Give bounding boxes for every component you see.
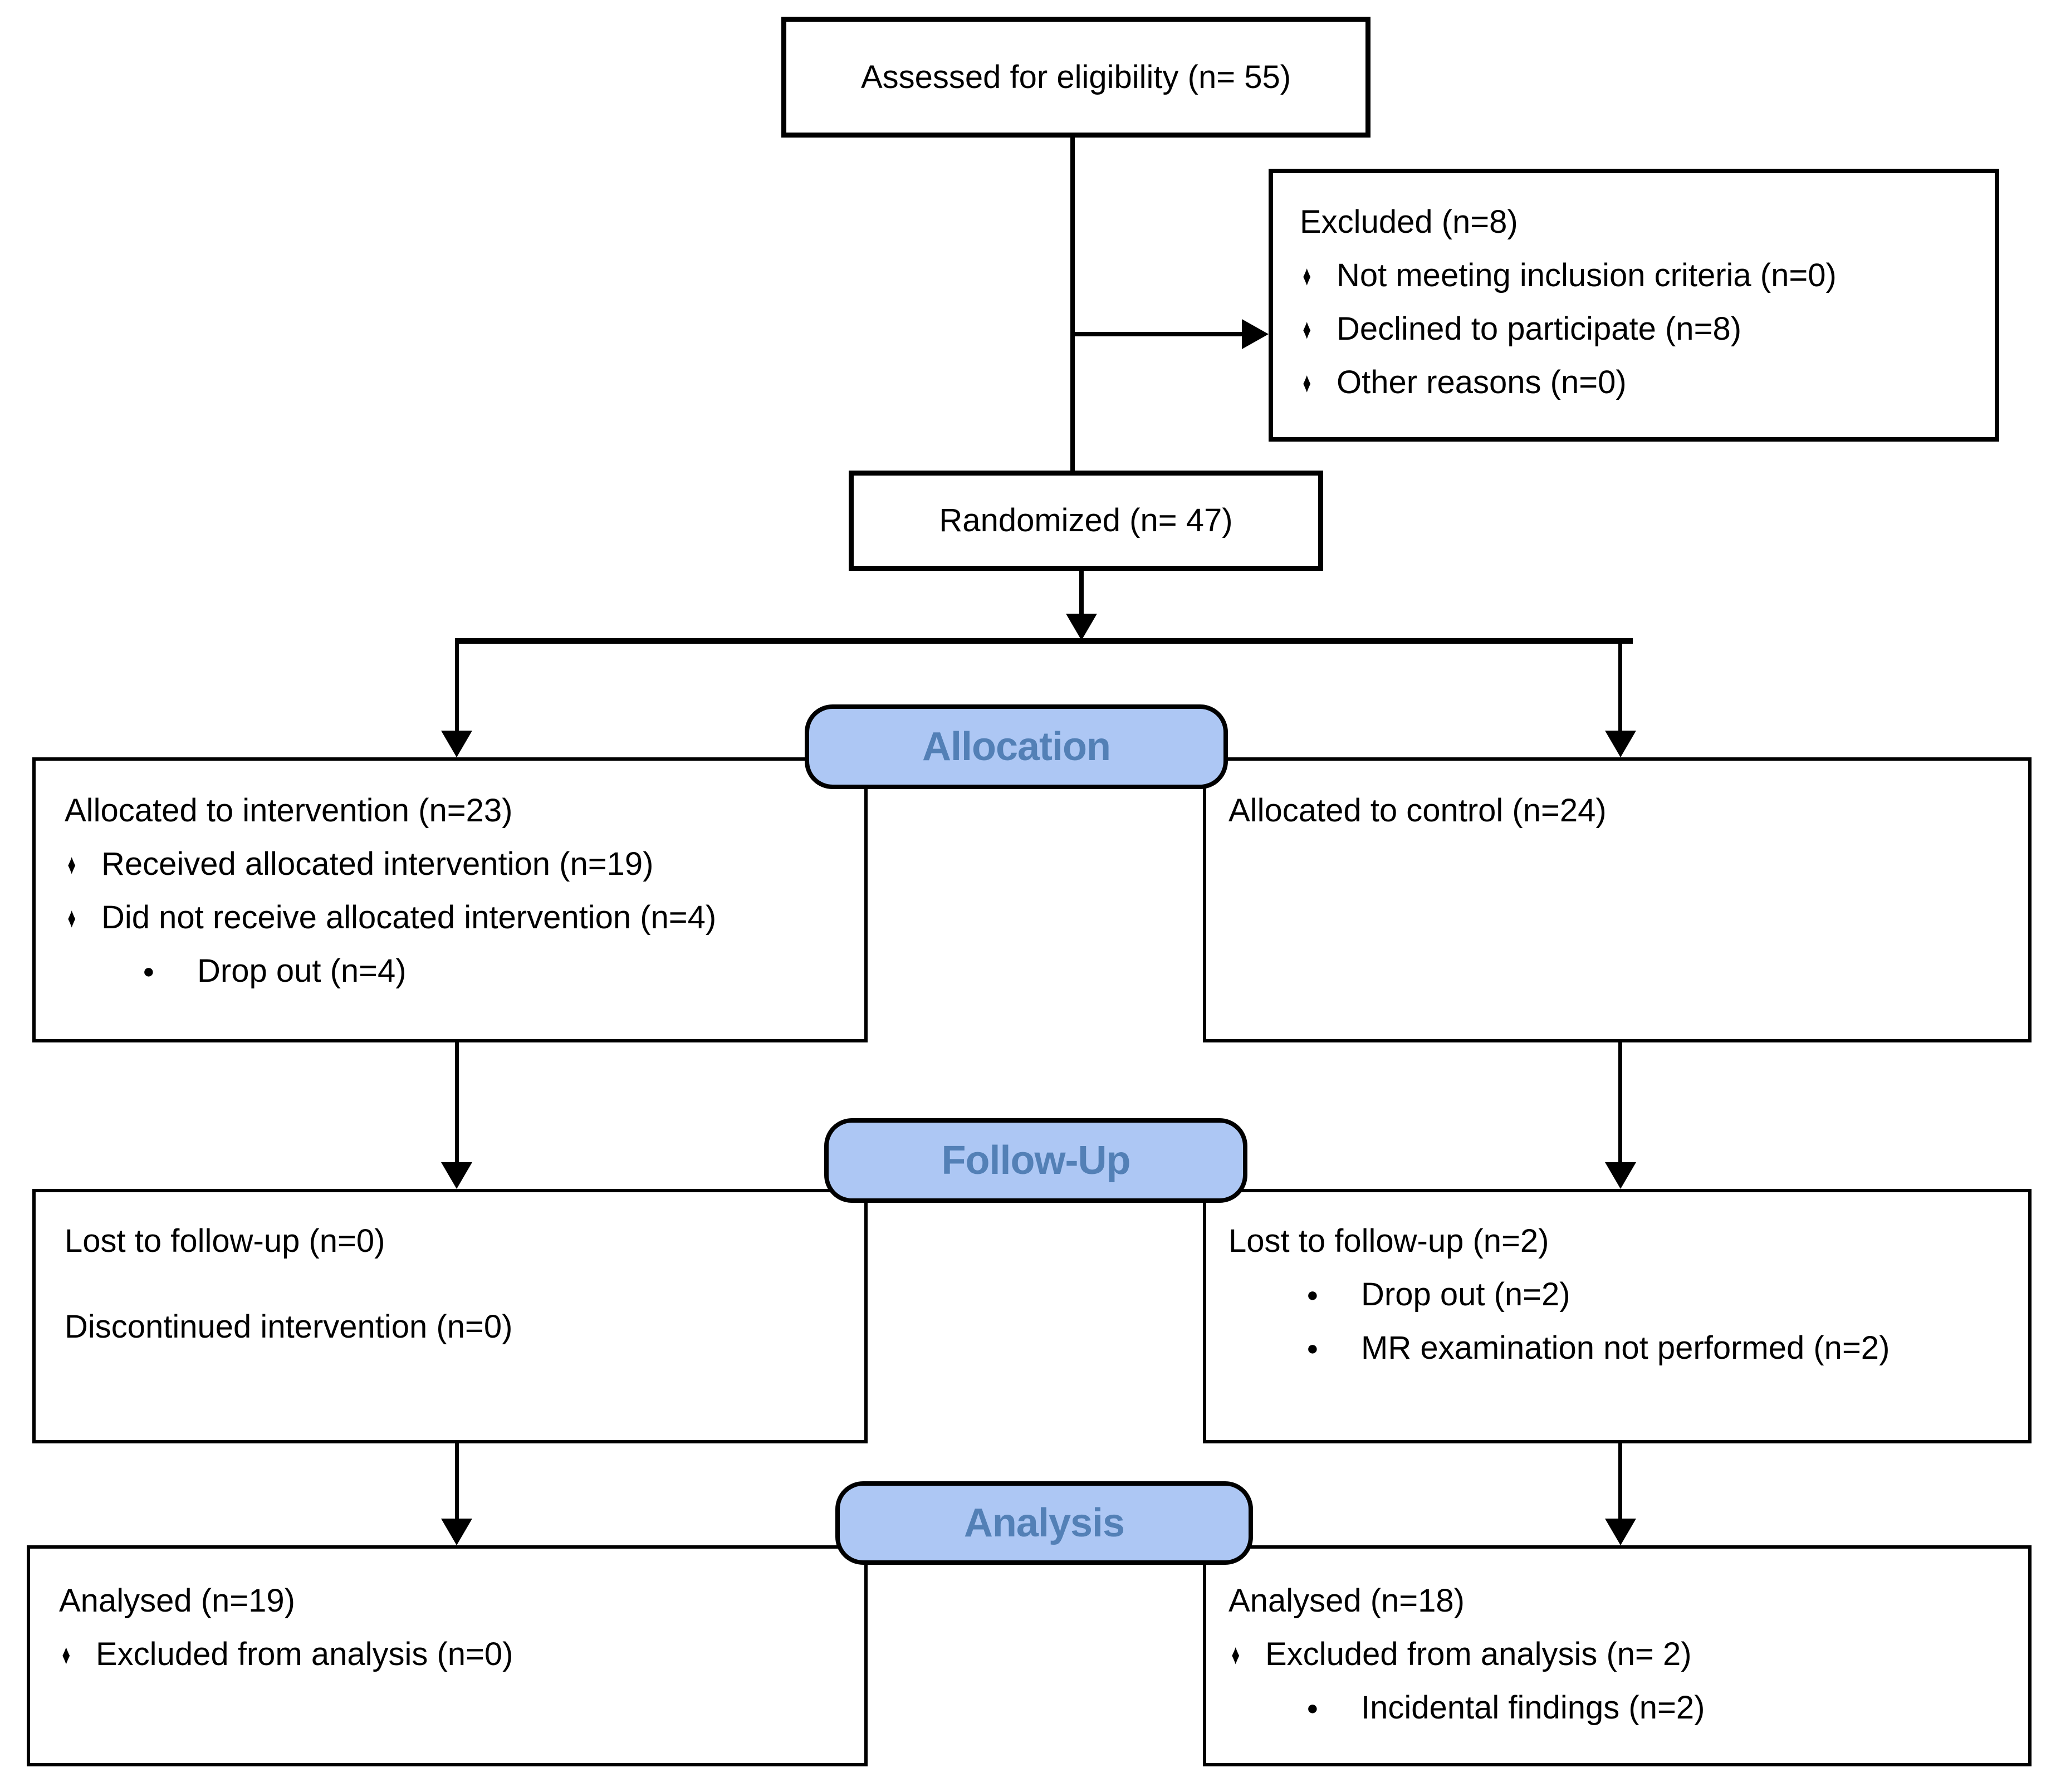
allocation-intervention-subitem-label: Drop out (n=4) <box>197 953 407 990</box>
randomized-label: Randomized (n= 47) <box>939 502 1233 539</box>
followup-control-title: Lost to follow-up (n=2) <box>1228 1223 1549 1260</box>
analysis-control-box: Analysed (n=18) ♦ Excluded from analysis… <box>1203 1545 2032 1766</box>
excluded-item-label: Declined to participate (n=8) <box>1337 311 1742 347</box>
allocation-control-title: Allocated to control (n=24) <box>1228 792 1607 829</box>
blank-line <box>65 1268 855 1300</box>
analysis-stage-label: Analysis <box>963 1501 1125 1545</box>
followup-intervention-line: Discontinued intervention (n=0) <box>65 1309 513 1345</box>
allocation-intervention-item: ♦ Received allocated intervention (n=19) <box>65 838 855 891</box>
connector-assessed-to-randomized <box>1070 136 1075 471</box>
analysis-control-subitem-label: Incidental findings (n=2) <box>1361 1690 1705 1726</box>
followup-control-subitem: ● Drop out (n=2) <box>1299 1268 2019 1321</box>
followup-control-subitem-label: Drop out (n=2) <box>1361 1276 1570 1313</box>
diamond-bullet-icon: ♦ <box>1303 314 1311 345</box>
allocation-intervention-item-label: Did not receive allocated intervention (… <box>101 899 717 936</box>
connector-split-to-control <box>1618 638 1622 733</box>
analysis-intervention-item-label: Excluded from analysis (n=0) <box>96 1636 513 1673</box>
dot-bullet-icon: ● <box>1306 1336 1319 1360</box>
diamond-bullet-icon: ♦ <box>67 902 76 933</box>
connector-intervention-to-followup <box>455 1041 459 1163</box>
arrowhead-down-analysis-right-icon <box>1605 1519 1636 1545</box>
dot-bullet-icon: ● <box>1306 1283 1319 1306</box>
allocation-stage-pill: Allocation <box>805 704 1228 789</box>
analysis-control-subitem: ● Incidental findings (n=2) <box>1299 1681 2019 1735</box>
dot-bullet-icon: ● <box>143 959 155 983</box>
analysis-intervention-item: ♦ Excluded from analysis (n=0) <box>59 1628 855 1681</box>
excluded-item: ♦ Declined to participate (n=8) <box>1300 302 1981 356</box>
analysis-stage-pill: Analysis <box>835 1481 1253 1565</box>
connector-followup-to-analysis-right <box>1618 1442 1622 1520</box>
connector-control-to-followup <box>1618 1041 1622 1163</box>
diamond-bullet-icon: ♦ <box>1303 367 1311 398</box>
arrowhead-down-intervention-icon <box>441 731 472 757</box>
followup-stage-pill: Follow-Up <box>824 1118 1247 1203</box>
followup-control-box: Lost to follow-up (n=2) ● Drop out (n=2)… <box>1203 1189 2032 1443</box>
allocation-intervention-box: Allocated to intervention (n=23) ♦ Recei… <box>32 757 868 1042</box>
arrowhead-down-split-icon <box>1066 614 1097 640</box>
diamond-bullet-icon: ♦ <box>62 1639 71 1670</box>
randomized-box: Randomized (n= 47) <box>849 471 1323 571</box>
excluded-item: ♦ Other reasons (n=0) <box>1300 356 1981 409</box>
arrowhead-right-excluded-icon <box>1242 319 1269 349</box>
allocation-intervention-item: ♦ Did not receive allocated intervention… <box>65 891 855 944</box>
followup-control-subitem: ● MR examination not performed (n=2) <box>1299 1321 2019 1375</box>
analysis-control-item: ♦ Excluded from analysis (n= 2) <box>1228 1628 2019 1681</box>
splitter-line <box>457 638 1633 644</box>
diamond-bullet-icon: ♦ <box>1303 260 1311 291</box>
arrowhead-down-followup-left-icon <box>441 1162 472 1189</box>
excluded-title: Excluded (n=8) <box>1300 204 1518 241</box>
diamond-bullet-icon: ♦ <box>67 849 76 880</box>
excluded-item-label: Other reasons (n=0) <box>1337 364 1627 401</box>
followup-control-subitem-label: MR examination not performed (n=2) <box>1361 1330 1890 1367</box>
analysis-intervention-title: Analysed (n=19) <box>59 1583 295 1619</box>
allocation-control-box: Allocated to control (n=24) <box>1203 757 2032 1042</box>
assessed-label: Assessed for eligibility (n= 55) <box>860 58 1291 95</box>
followup-intervention-line: Lost to follow-up (n=0) <box>65 1223 385 1260</box>
connector-randomized-to-split <box>1079 571 1084 616</box>
followup-intervention-box: Lost to follow-up (n=0) Discontinued int… <box>32 1189 868 1443</box>
analysis-control-title: Analysed (n=18) <box>1228 1583 1465 1619</box>
analysis-control-item-label: Excluded from analysis (n= 2) <box>1265 1636 1692 1673</box>
allocation-intervention-subitem: ● Drop out (n=4) <box>135 944 855 998</box>
connector-followup-to-analysis-left <box>455 1442 459 1520</box>
allocation-intervention-item-label: Received allocated intervention (n=19) <box>101 846 654 883</box>
followup-stage-label: Follow-Up <box>941 1138 1131 1183</box>
assessed-box: Assessed for eligibility (n= 55) <box>781 17 1370 138</box>
excluded-item-label: Not meeting inclusion criteria (n=0) <box>1337 257 1837 294</box>
diamond-bullet-icon: ♦ <box>1231 1639 1240 1670</box>
connector-branch-to-excluded <box>1073 332 1243 336</box>
allocation-stage-label: Allocation <box>922 724 1111 769</box>
excluded-item: ♦ Not meeting inclusion criteria (n=0) <box>1300 249 1981 302</box>
allocation-intervention-title: Allocated to intervention (n=23) <box>65 792 513 829</box>
arrowhead-down-analysis-left-icon <box>441 1519 472 1545</box>
analysis-intervention-box: Analysed (n=19) ♦ Excluded from analysis… <box>27 1545 868 1766</box>
connector-split-to-intervention <box>455 638 459 733</box>
dot-bullet-icon: ● <box>1306 1696 1319 1720</box>
excluded-box: Excluded (n=8) ♦ Not meeting inclusion c… <box>1269 169 1999 442</box>
arrowhead-down-control-icon <box>1605 731 1636 757</box>
arrowhead-down-followup-right-icon <box>1605 1162 1636 1189</box>
